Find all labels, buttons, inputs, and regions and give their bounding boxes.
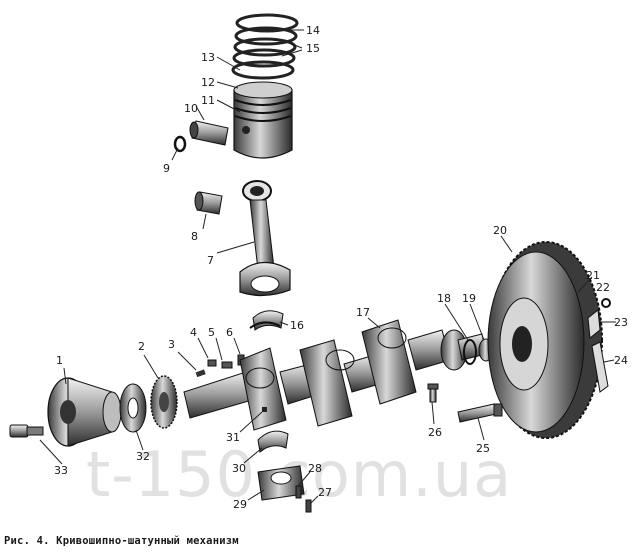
callout-31: 31 — [226, 431, 240, 444]
callout-6: 6 — [226, 326, 233, 339]
callout-5: 5 — [208, 326, 215, 339]
figure-caption: Рис. 4. Кривошипно-шатунный механизм — [4, 535, 239, 547]
callout-21: 21 — [586, 269, 600, 282]
callout-13: 13 — [201, 51, 215, 64]
small-end-bushing — [194, 191, 223, 215]
callout-7: 7 — [207, 254, 214, 267]
circlip — [173, 135, 187, 153]
oil-thrower — [119, 383, 147, 433]
crankshaft — [183, 319, 487, 431]
piston-pin — [189, 120, 229, 146]
callout-3: 3 — [168, 338, 175, 351]
callout-27: 27 — [318, 486, 332, 499]
callout-15: 15 — [306, 42, 320, 55]
callout-29: 29 — [233, 498, 247, 511]
main-bearing-shell — [257, 430, 289, 453]
callout-1: 1 — [56, 354, 63, 367]
lock-plate-long — [591, 341, 609, 393]
callout-8: 8 — [191, 230, 198, 243]
callout-24: 24 — [614, 354, 628, 367]
callout-20: 20 — [493, 224, 507, 237]
callout-12: 12 — [201, 76, 215, 89]
callout-4: 4 — [190, 326, 197, 339]
key-and-pins — [195, 354, 245, 378]
crankshaft-gear — [150, 375, 178, 429]
hub-bolt — [9, 424, 44, 438]
conrod-bearing-shells — [249, 310, 284, 331]
callout-2: 2 — [138, 340, 145, 353]
callout-32: 32 — [136, 450, 150, 463]
piston — [233, 81, 293, 159]
callout-25: 25 — [476, 442, 490, 455]
callout-17: 17 — [356, 306, 370, 319]
callout-labels: 1 2 3 4 5 6 7 8 9 10 11 12 13 14 15 16 1… — [54, 24, 628, 511]
small-bolt — [427, 383, 439, 403]
piston-rings — [231, 13, 299, 80]
callout-14: 14 — [306, 24, 320, 37]
lock-washer — [601, 298, 611, 308]
flywheel — [487, 241, 603, 439]
callout-22: 22 — [596, 281, 610, 294]
callout-30: 30 — [232, 462, 246, 475]
pulley-hub — [47, 377, 122, 447]
callout-16: 16 — [290, 319, 304, 332]
callout-19: 19 — [462, 292, 476, 305]
callout-28: 28 — [308, 462, 322, 475]
lock-plate-small — [587, 309, 601, 339]
callout-10: 10 — [184, 102, 198, 115]
connecting-rod — [239, 180, 291, 297]
leader-lines — [39, 29, 616, 505]
callout-18: 18 — [437, 292, 451, 305]
main-bearing-cap — [257, 465, 305, 501]
callout-26: 26 — [428, 426, 442, 439]
rear-seal — [463, 339, 477, 365]
flywheel-bolt — [457, 403, 503, 423]
callout-33: 33 — [54, 464, 68, 477]
callout-9: 9 — [163, 162, 170, 175]
dowel-pin — [262, 407, 267, 412]
callout-11: 11 — [201, 94, 215, 107]
callout-23: 23 — [614, 316, 628, 329]
